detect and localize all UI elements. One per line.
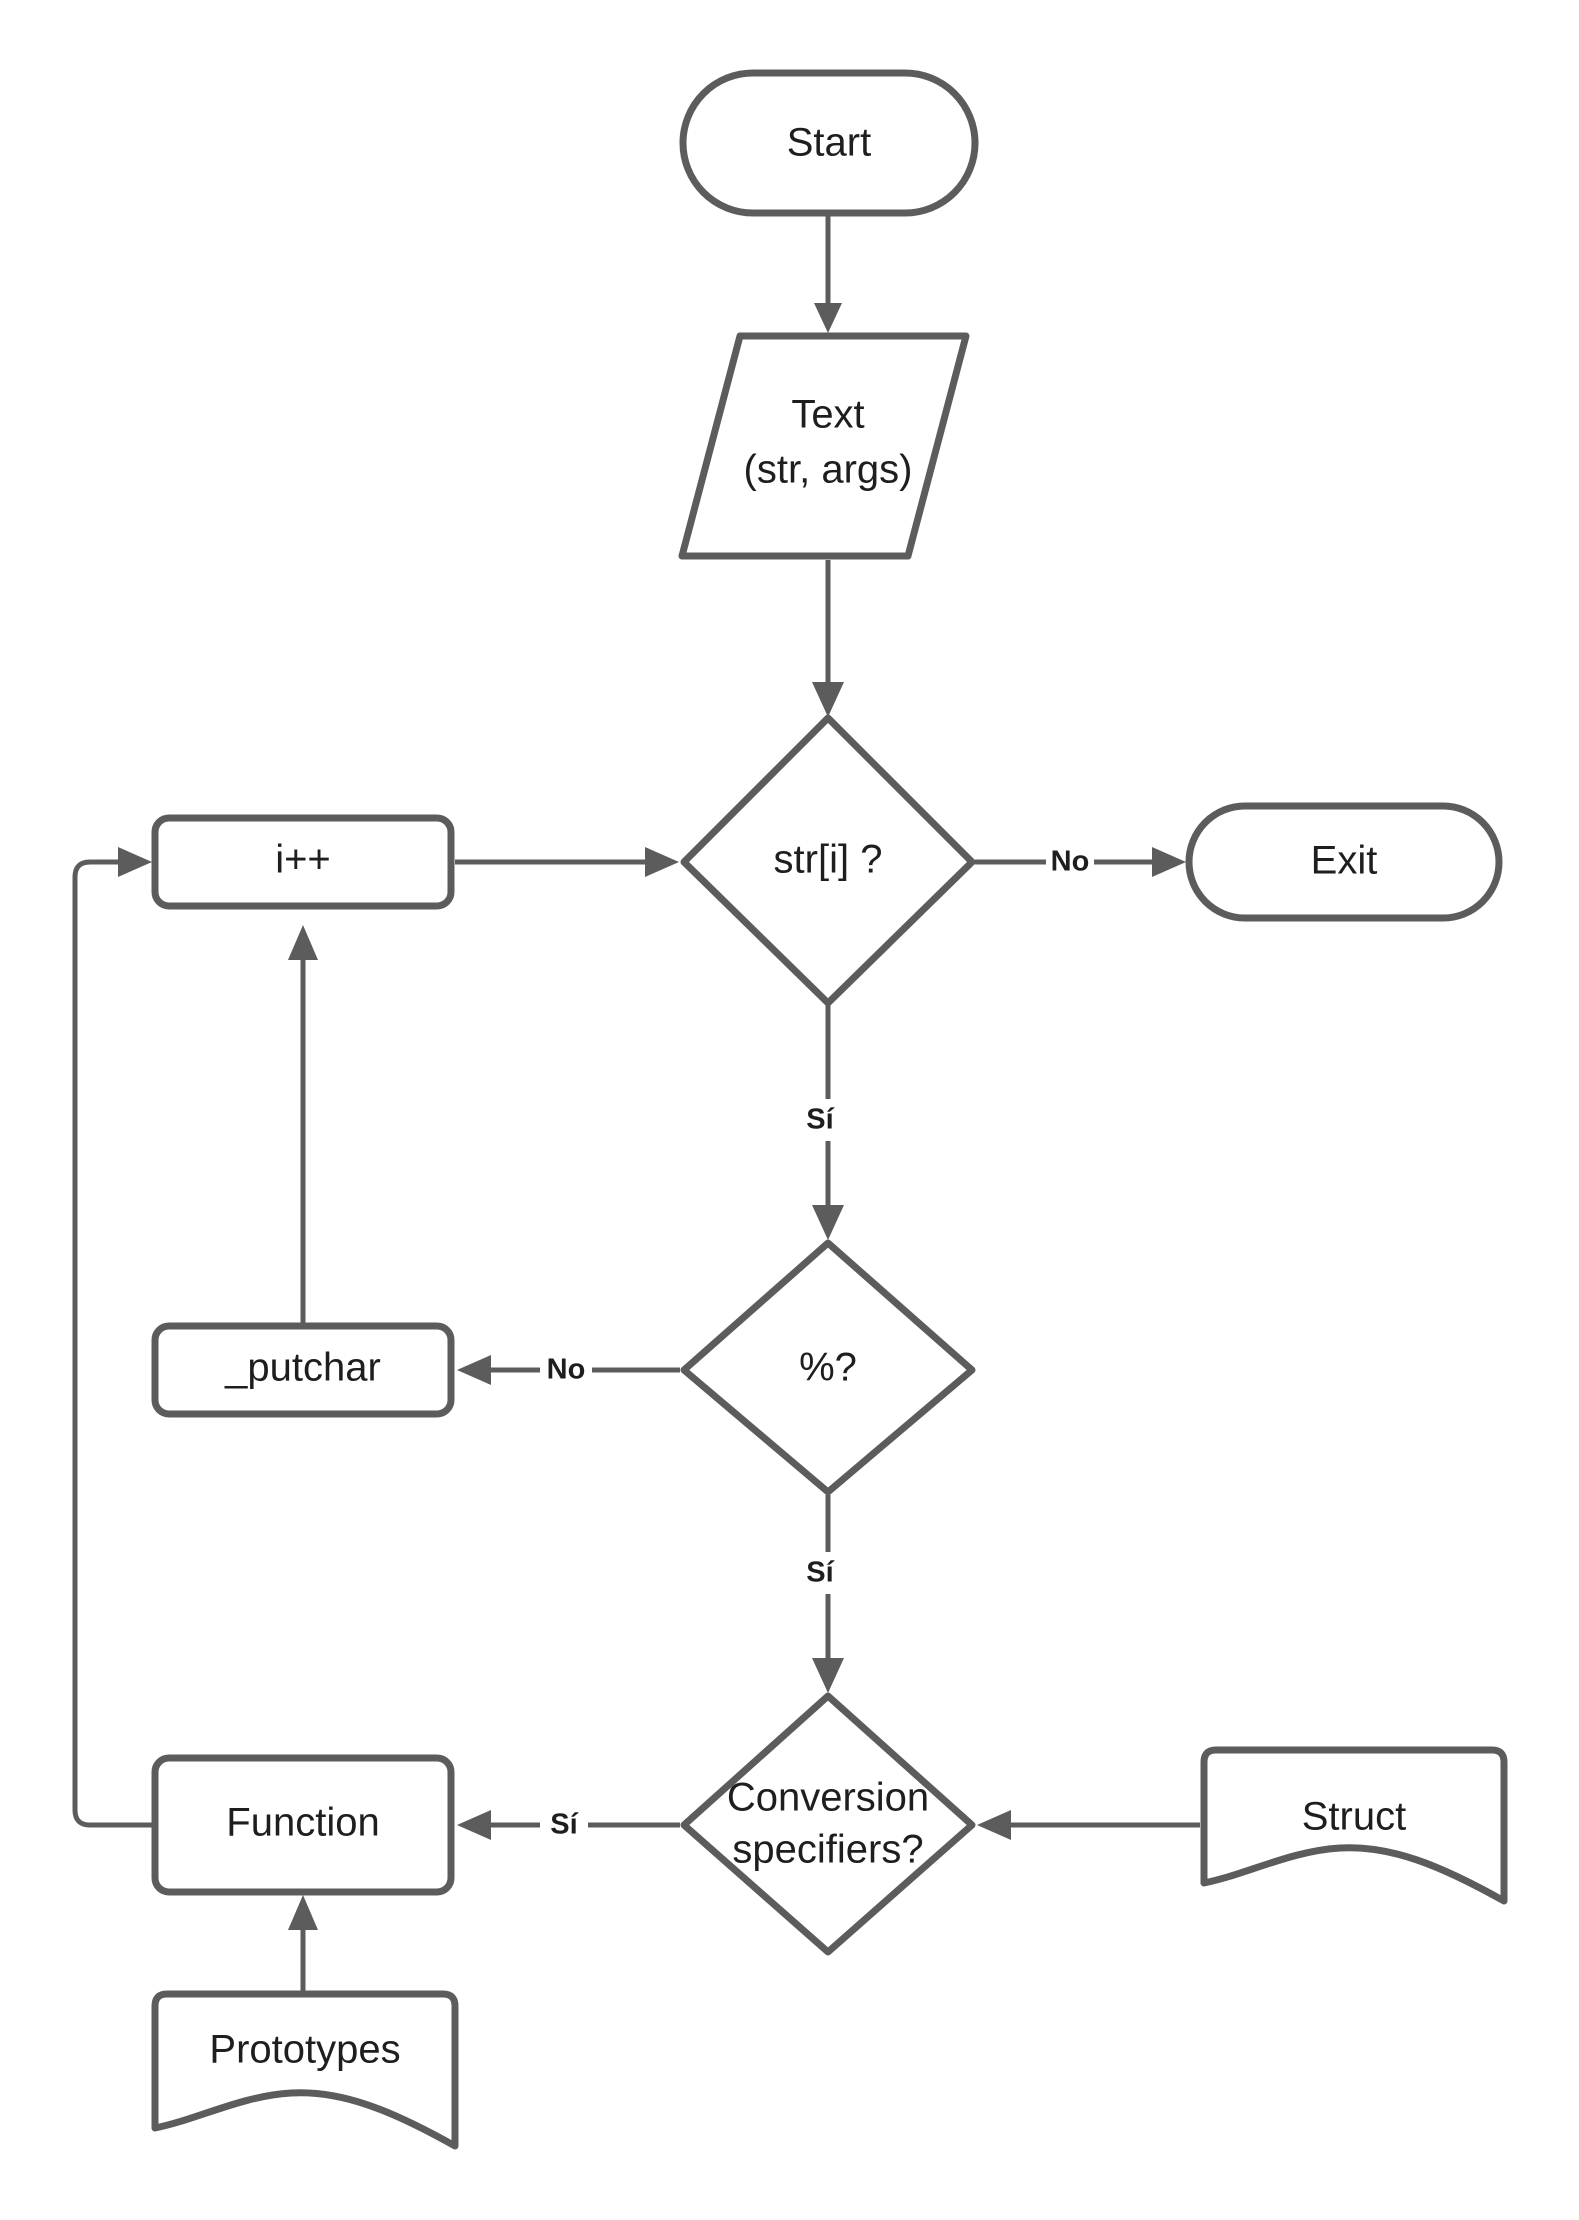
arrow-head-icon xyxy=(1152,847,1186,877)
edge-prototypes-to-function xyxy=(288,1895,318,1992)
edge-label-no-1: No xyxy=(1051,846,1090,878)
arrow-head-icon xyxy=(812,1205,844,1240)
edge-stri-to-percent: Sí xyxy=(798,1005,844,1240)
node-conversion-decision[interactable]: Conversion specifiers? xyxy=(680,1692,976,1956)
node-iplusplus[interactable]: i++ xyxy=(151,814,455,910)
arrow-head-icon xyxy=(814,303,842,333)
edge-percent-to-putchar: No xyxy=(457,1349,680,1391)
arrow-head-icon xyxy=(457,1355,491,1385)
edge-start-to-text xyxy=(814,215,842,333)
arrow-head-icon xyxy=(457,1810,491,1840)
arrow-head-icon xyxy=(118,847,152,877)
node-function[interactable]: Function xyxy=(151,1754,455,1896)
node-conversion-decision-label-line1: Conversion xyxy=(727,1776,929,1820)
node-exit[interactable]: Exit xyxy=(1185,802,1503,922)
edge-label-si-2: Sí xyxy=(806,1557,834,1589)
node-conversion-decision-label-line2: specifiers? xyxy=(732,1828,923,1872)
arrow-head-icon xyxy=(288,925,318,960)
arrow-head-icon xyxy=(645,847,679,877)
node-struct-label: Struct xyxy=(1302,1795,1406,1839)
arrow-head-icon xyxy=(288,1895,318,1930)
edge-iplusplus-to-stri xyxy=(455,847,679,877)
arrow-head-icon xyxy=(812,1658,844,1693)
edge-text-to-stri xyxy=(812,560,844,717)
node-start-label: Start xyxy=(787,121,871,165)
node-percent-decision[interactable]: %? xyxy=(680,1239,976,1496)
edge-struct-to-conversion xyxy=(977,1810,1200,1840)
edge-putchar-to-iplusplus xyxy=(288,925,318,1325)
edge-percent-to-conversion: Sí xyxy=(798,1495,844,1693)
edge-stri-to-exit: No xyxy=(975,841,1186,883)
node-stri-decision[interactable]: str[i] ? xyxy=(680,714,976,1007)
node-prototypes-label: Prototypes xyxy=(209,2028,400,2072)
node-iplusplus-label: i++ xyxy=(275,838,331,882)
edge-function-to-iplusplus-loop xyxy=(72,847,152,1828)
edge-conversion-to-function: Sí xyxy=(457,1804,680,1846)
node-struct[interactable]: Struct xyxy=(1200,1746,1508,1905)
node-prototypes[interactable]: Prototypes xyxy=(151,1990,459,2150)
node-putchar[interactable]: _putchar xyxy=(151,1322,455,1418)
node-text-input-label-line2: (str, args) xyxy=(744,448,913,492)
node-percent-decision-label: %? xyxy=(799,1346,857,1390)
edge-label-si-1: Sí xyxy=(806,1104,834,1136)
node-putchar-label: _putchar xyxy=(224,1346,381,1390)
node-function-label: Function xyxy=(226,1801,379,1845)
node-text-input-label-line1: Text xyxy=(791,393,864,437)
node-exit-label: Exit xyxy=(1311,839,1378,883)
arrow-head-icon xyxy=(812,682,844,717)
arrow-head-icon xyxy=(977,1810,1011,1840)
edge-label-si-3: Sí xyxy=(550,1809,578,1841)
node-start[interactable]: Start xyxy=(679,69,979,217)
edge-label-no-2: No xyxy=(547,1354,586,1386)
node-stri-decision-label: str[i] ? xyxy=(774,838,883,882)
node-text-input[interactable]: Text (str, args) xyxy=(678,332,970,560)
